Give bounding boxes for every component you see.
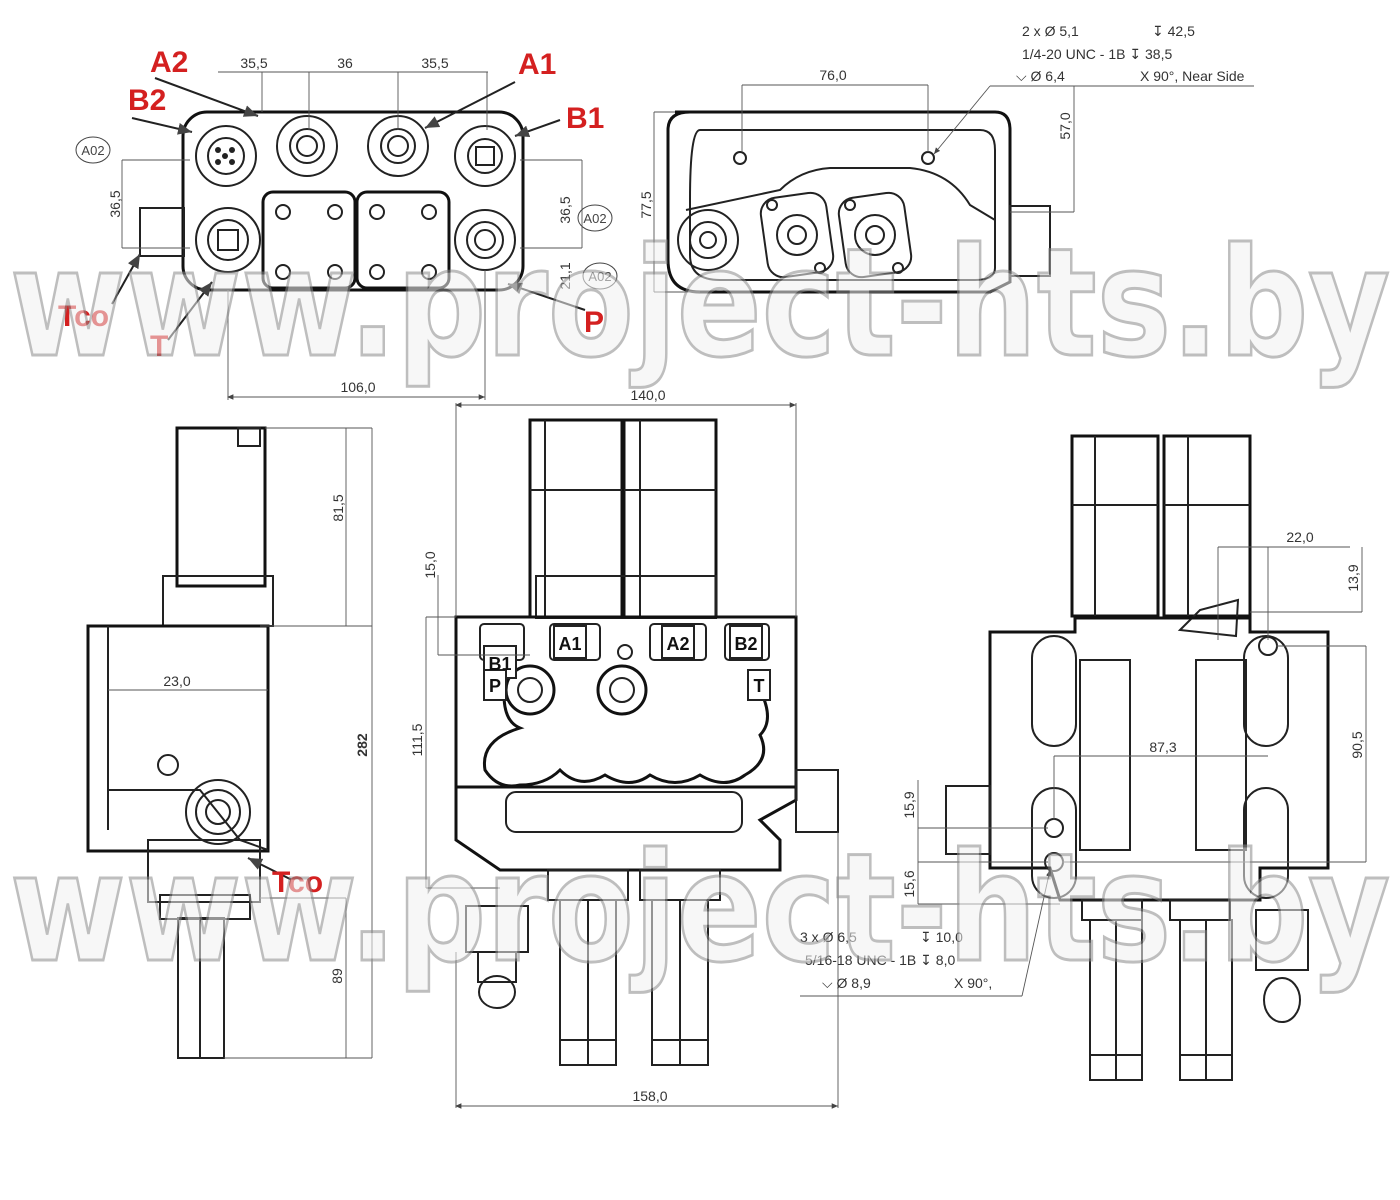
port-p-circle [454,209,516,271]
left-view: 81,5 23,0 282 89 Tco [86,426,373,1059]
port-label-b1: B1 [566,102,604,135]
dim-front-h-body: 111,5 [409,723,425,756]
hole-note-1-depth: ↧ 42,5 [1152,23,1195,39]
dim-rear-h-mid: 90,5 [1349,731,1365,758]
port-label-t: T [150,330,168,363]
port-label-a2: A2 [150,46,188,79]
hole-note-1-csink: ⌵ Ø 6,4 [1016,68,1065,84]
dim-side-height-inner: 57,0 [1057,112,1073,139]
ref-bubble-right-2: A02 [582,262,618,290]
dim-left-w1: 23,0 [163,673,190,689]
port-label-a1: A1 [518,48,556,81]
rear-view: 22,0 13,9 87,3 90,5 15,9 15,6 [901,434,1367,1081]
dim-side-height-outer: 77,5 [638,191,654,218]
port-label-b2: B2 [128,84,166,117]
dim-rear-h2: 15,6 [901,870,917,897]
dim-rear-w-top: 22,0 [1286,529,1313,545]
front-label-b1: B1 [488,654,511,674]
svg-text:A02: A02 [81,143,104,158]
port-label-tco-left: Tco [272,866,323,899]
hole-note-2: 3 x Ø 6,5 ↧ 10,0 5/16-18 UNC - 1B ↧ 8,0 … [800,869,1052,997]
dim-rear-w-mid: 87,3 [1149,739,1176,755]
front-label-a1: A1 [558,634,581,654]
port-b1-circle [454,125,516,187]
port-a2-circle [276,115,338,177]
svg-text:A02: A02 [583,211,606,226]
hole-note-2-qty: 3 x Ø 6,5 [800,929,857,945]
hole-note-2-depth: ↧ 10,0 [920,929,963,945]
dim-rear-h-top: 13,9 [1345,564,1361,591]
dim-front-width-bottom: 158,0 [632,1088,667,1104]
front-label-t: T [754,676,765,696]
hole-note-2-csink: ⌵ Ø 8,9 [822,975,871,991]
port-t-circle [195,207,261,273]
dim-rear-h1: 15,9 [901,791,917,818]
dim-spacing-1: 35,5 [240,55,267,71]
hole-note-1-angle: X 90°, Near Side [1140,68,1245,84]
dim-height-right: 36,5 [557,196,573,223]
hole-note-1-qty: 2 x Ø 5,1 [1022,23,1079,39]
ref-bubble-right-1: A02 [577,204,613,232]
port-label-tco-top: Tco [58,300,109,333]
dim-left-h1: 81,5 [330,494,346,521]
dim-front-width-top: 140,0 [630,387,665,403]
top-view: 35,5 36 35,5 36,5 36,5 21,1 106,0 A02 A0… [58,46,618,400]
hole-note-2-thread: 5/16-18 UNC - 1B ↧ 8,0 [805,952,955,968]
front-view: B1 A1 A2 B2 P T 140,0 15,0 111,5 158,0 [409,387,839,1109]
dim-spacing-2: 36 [337,55,353,71]
svg-text:A02: A02 [588,269,611,284]
port-label-p: P [584,306,604,339]
front-label-p: P [489,676,501,696]
port-b2-circle [195,125,257,187]
hole-note-1: 2 x Ø 5,1 ↧ 42,5 1/4-20 UNC - 1B ↧ 38,5 … [1016,23,1245,84]
dim-height-left: 36,5 [107,190,123,217]
dim-spacing-3: 35,5 [421,55,448,71]
dim-left-h2: 89 [329,968,345,984]
dim-width-bottom: 106,0 [340,379,375,395]
watermark: www.project-hts.by www.project-hts.by [9,216,1392,998]
dim-left-total: 282 [354,733,370,757]
front-label-a2: A2 [666,634,689,654]
front-label-b2: B2 [734,634,757,654]
hole-note-2-angle: X 90°, [954,975,992,991]
hole-note-1-thread: 1/4-20 UNC - 1B ↧ 38,5 [1022,46,1172,62]
watermark-text-bottom: www.project-hts.by [10,822,1390,996]
dim-front-h-top: 15,0 [422,551,438,578]
side-view-top: 76,0 77,5 57,0 [638,67,1254,294]
dim-side-width: 76,0 [819,67,846,83]
dim-offset: 21,1 [557,262,573,289]
ref-bubble-left: A02 [75,136,111,164]
